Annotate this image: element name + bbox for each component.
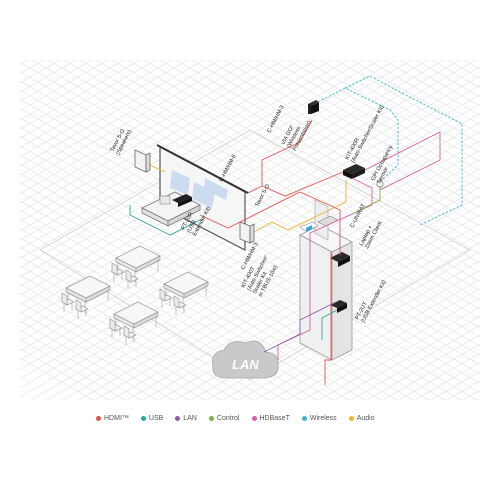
legend-label: USB	[148, 415, 164, 422]
cable-hdmi-4	[324, 252, 332, 385]
tavor-speaker-left	[134, 149, 151, 173]
svg-text:C-HM/HM-6: C-HM/HM-6	[218, 154, 237, 183]
cable-hdmi-3	[199, 191, 341, 255]
cable-lan	[263, 301, 337, 353]
desk	[61, 275, 111, 319]
cable-control	[351, 186, 381, 215]
legend-label: LAN	[183, 415, 197, 422]
c-hm-6-label: C-HM/HM-6	[218, 154, 237, 183]
legend-item-audio: Audio	[348, 415, 375, 422]
cable-wireless-2	[344, 75, 463, 226]
c-unikat-label: C-UNIKAT	[349, 203, 367, 229]
projection-screen	[156, 144, 249, 251]
legend-dot-icon	[175, 416, 181, 421]
cable-audio	[253, 180, 347, 233]
lan-cloud: LAN	[212, 340, 279, 379]
desk	[159, 271, 209, 315]
legend-label: HDBaseT	[259, 415, 290, 422]
c-hm-3-top-label: C-HM/HM-3	[266, 105, 285, 134]
legend-dot-icon	[348, 416, 354, 421]
student-desks	[61, 245, 209, 345]
cable-wireless-1	[317, 87, 399, 183]
via-go-device	[308, 100, 319, 114]
pt-2ut-device	[330, 300, 347, 313]
legend-dot-icon	[251, 416, 257, 421]
legend-label: HDMI™	[104, 415, 129, 422]
pt-20r-device	[172, 194, 192, 207]
kit-400r-label: KIT-400R (Auto-Switcher/Scaler Kit)	[344, 105, 385, 164]
legend-label: Wireless	[309, 415, 337, 422]
cable-hdmi-1	[247, 119, 313, 194]
cable-usb-1	[129, 205, 201, 236]
legend-label: Control	[216, 415, 240, 422]
legend-dot-icon	[208, 416, 214, 421]
lan-label: LAN	[232, 357, 259, 372]
legend-item-lan: LAN	[175, 415, 197, 422]
desk	[111, 245, 161, 289]
cables	[129, 75, 463, 385]
legend-dot-icon	[301, 416, 307, 421]
legend-label: Audio	[356, 415, 375, 422]
kit-400r-device	[343, 164, 365, 179]
legend-item-control: Control	[208, 415, 240, 422]
presenter-table	[141, 191, 201, 227]
cable-hdmi-2	[261, 171, 344, 197]
tavor-left-label: Tavor 5-O (Speakers)	[109, 128, 133, 156]
legend: HDMI™ USB LAN Control HDBaseT Wireless Audio	[96, 415, 375, 422]
legend-item-hdmi: HDMI™	[96, 415, 129, 422]
kit-400t-device	[330, 252, 350, 267]
desk	[109, 301, 159, 345]
cable-audio-2	[149, 164, 166, 173]
tavor-speaker-right	[239, 221, 255, 244]
cable-hdbaset-2	[364, 131, 441, 191]
legend-item-wireless: Wireless	[301, 415, 337, 422]
legend-dot-icon	[140, 416, 146, 421]
svg-text:C-HM/HM-3: C-HM/HM-3	[266, 105, 285, 134]
legend-item-hdbaset: HDBaseT	[251, 415, 290, 422]
legend-item-usb: USB	[140, 415, 164, 422]
via-go-label: VIA GO² (Wireless Presentation)	[280, 120, 312, 152]
legend-dot-icon	[96, 416, 101, 421]
svg-text:C-UNIKAT: C-UNIKAT	[349, 203, 367, 229]
svg-text:(USB: (USB	[186, 219, 198, 234]
cable-usb-2	[321, 309, 338, 340]
